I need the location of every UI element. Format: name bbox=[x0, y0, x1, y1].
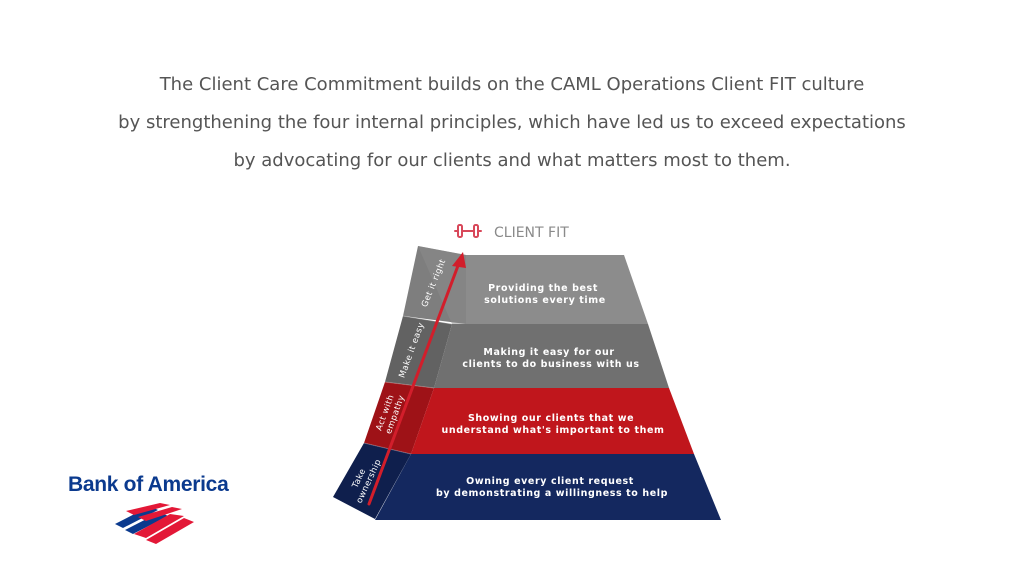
tier-act-with-empathy-side bbox=[364, 382, 434, 454]
logo-wordmark: Bank of America bbox=[68, 473, 229, 496]
tier-get-it-right-description: Providing the best solutions every time bbox=[484, 283, 606, 306]
tier-make-it-easy-front bbox=[434, 324, 669, 388]
bank-of-america-logo: Bank of America bbox=[68, 473, 229, 544]
tier-make-it-easy-description: Making it easy for our clients to do bus… bbox=[462, 347, 639, 370]
growth-arrow bbox=[367, 252, 466, 506]
tier-take-ownership-front bbox=[375, 454, 721, 520]
tier-act-with-empathy-front bbox=[411, 388, 694, 454]
intro-text: The Client Care Commitment builds on the… bbox=[0, 66, 1024, 180]
tier-make-it-easy-side bbox=[385, 316, 452, 388]
intro-line-1: The Client Care Commitment builds on the… bbox=[159, 74, 865, 95]
tier-act-with-empathy bbox=[364, 382, 694, 454]
client-fit-label: CLIENT FIT bbox=[494, 225, 569, 241]
tier-make-it-easy bbox=[385, 316, 669, 388]
dumbbell-icon bbox=[454, 224, 482, 238]
tier-take-ownership-side bbox=[333, 443, 411, 519]
intro-line-3: by advocating for our clients and what m… bbox=[233, 150, 791, 171]
tier-take-ownership-description: Owning every client request by demonstra… bbox=[436, 476, 668, 499]
tier-take-ownership bbox=[333, 443, 721, 520]
flag-icon bbox=[115, 503, 194, 544]
intro-line-2: by strengthening the four internal princ… bbox=[118, 112, 906, 133]
tier-act-with-empathy-description: Showing our clients that we understand w… bbox=[441, 413, 664, 436]
tier-get-it-right-front bbox=[466, 255, 648, 324]
